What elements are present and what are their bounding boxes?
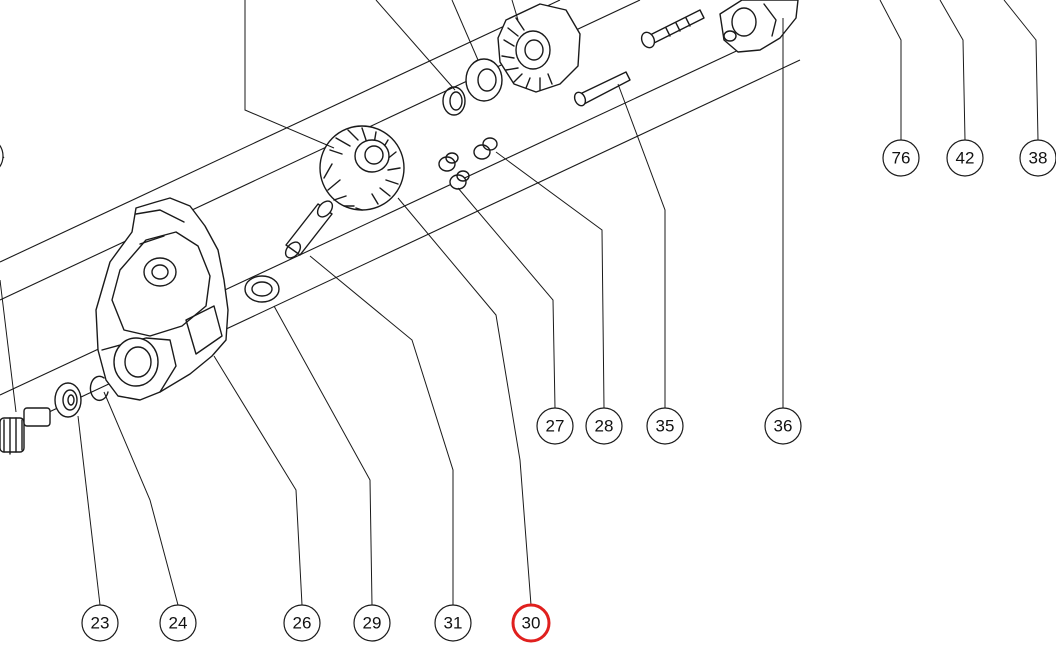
callout-26[interactable]: 26 bbox=[283, 604, 321, 642]
bolt-part bbox=[640, 9, 705, 49]
bearing-part bbox=[54, 382, 82, 418]
key-pin-part bbox=[284, 200, 334, 259]
callout-28[interactable]: 28 bbox=[585, 407, 623, 445]
callout-38-label: 38 bbox=[1029, 149, 1048, 168]
callout-30-highlighted[interactable]: 30 bbox=[511, 603, 551, 643]
callout-29[interactable]: 29 bbox=[353, 604, 391, 642]
callout-76-label: 76 bbox=[892, 149, 911, 168]
callout-35-label: 35 bbox=[656, 417, 675, 436]
leader-lines bbox=[0, 0, 1039, 606]
upper-bevel-gear-part bbox=[497, 3, 581, 93]
callout-23[interactable]: 23 bbox=[81, 604, 119, 642]
pin-part bbox=[573, 71, 631, 107]
fitting-parts bbox=[438, 137, 498, 190]
callout-24-label: 24 bbox=[169, 614, 188, 633]
worm-shaft-part bbox=[0, 407, 51, 455]
callout-42[interactable]: 42 bbox=[946, 139, 984, 177]
callout-31-label: 31 bbox=[444, 614, 463, 633]
callout-26-label: 26 bbox=[293, 614, 312, 633]
fitting-part-c bbox=[473, 137, 498, 160]
callout-28-label: 28 bbox=[595, 417, 614, 436]
gearbox-housing-part bbox=[95, 197, 229, 401]
bevel-gear-part bbox=[319, 125, 405, 211]
callout-27[interactable]: 27 bbox=[536, 407, 574, 445]
callout-35[interactable]: 35 bbox=[646, 407, 684, 445]
callout-31[interactable]: 31 bbox=[434, 604, 472, 642]
callout-36-label: 36 bbox=[774, 417, 793, 436]
callout-29-label: 29 bbox=[363, 614, 382, 633]
callout-23-label: 23 bbox=[91, 614, 110, 633]
callout-38[interactable]: 38 bbox=[1019, 139, 1056, 177]
callout-36[interactable]: 36 bbox=[764, 407, 802, 445]
bracket-part bbox=[719, 0, 799, 53]
snap-ring-part bbox=[89, 375, 109, 401]
fitting-part-b bbox=[449, 170, 470, 190]
callout-30-label: 30 bbox=[522, 614, 541, 633]
shim-washer-part bbox=[244, 275, 280, 303]
thrust-washer-part bbox=[465, 58, 503, 102]
callout-24[interactable]: 24 bbox=[159, 604, 197, 642]
callout-76[interactable]: 76 bbox=[882, 139, 920, 177]
retaining-ring-part bbox=[442, 86, 466, 116]
callout-27-label: 27 bbox=[546, 417, 565, 436]
callout-42-label: 42 bbox=[956, 149, 975, 168]
partial-callout-bubble bbox=[0, 144, 4, 168]
fitting-part-a bbox=[438, 152, 459, 172]
